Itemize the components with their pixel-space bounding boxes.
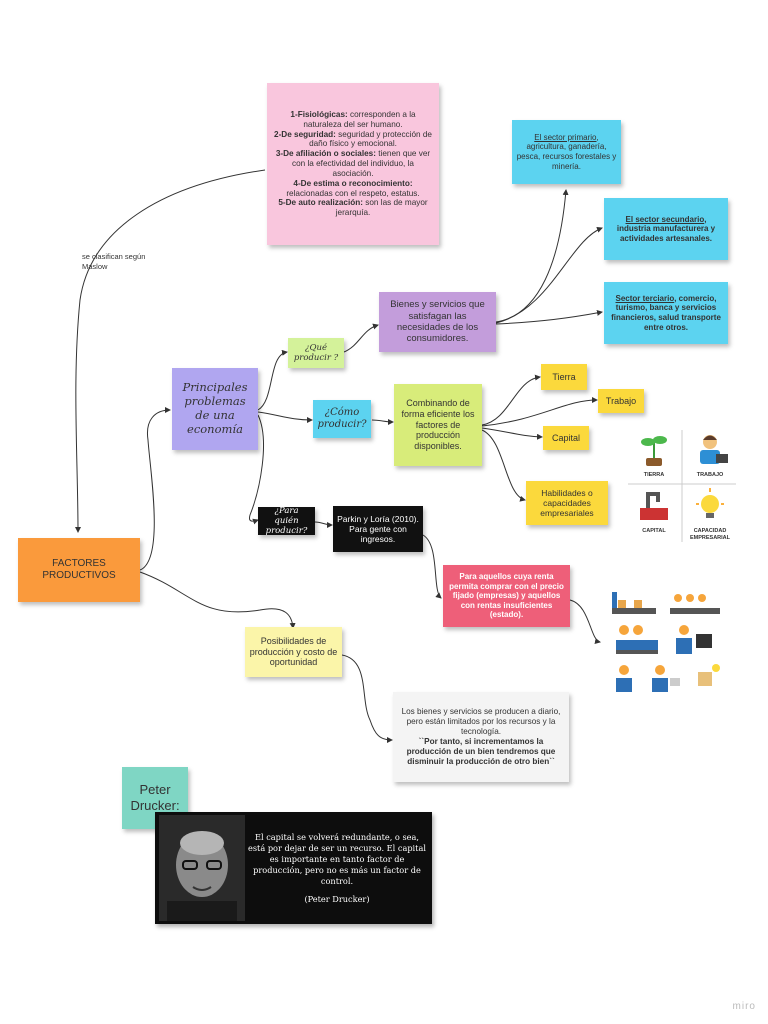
sector-terciario-note: Sector terciario, comercio, turismo, ban… [604,282,728,344]
para-aquellos-note: Para aquellos cuya renta permita comprar… [443,565,570,627]
posibilidades-detail-quote: ``Por tanto, si incrementamos la producc… [406,737,556,766]
worker-group-icon [616,625,658,654]
lightbulb-icon [696,488,724,518]
maslow-item-1: 1-Fisiológicas: corresponden a la natura… [290,109,416,129]
link-comb-capital [481,427,543,440]
icon-label-capital: CAPITAL [642,528,666,534]
maslow-item-2: 2-De seguridad: seguridad y protección d… [274,129,432,149]
delivery-box-icon [698,664,720,686]
drucker-quote-text: El capital se volverá redundante, o sea,… [248,832,426,887]
factor-trabajo-note: Trabajo [598,389,644,413]
icon-label-capacidad: CAPACIDAD EMPRESARIAL [689,528,731,542]
link-quien-parkin [314,521,333,528]
maslow-item-4: 4-De estima o reconocimiento: relacionad… [286,178,420,198]
icon-label-tierra: TIERRA [643,472,665,478]
icon-label-trabajo: TRABAJO [696,472,724,478]
link-factores-central [139,407,171,571]
link-maslow-factores [74,169,266,533]
link-como-combinando [371,418,394,425]
link-que-bienes [343,323,379,353]
plant-icon [641,436,667,466]
assembly-line-icon [612,592,656,614]
conveyor-workers-icon [670,594,720,614]
link-bienes-secundario [495,226,603,324]
como-producir-note: ¿Cómo producir? [313,400,371,438]
link-bienes-primario [495,189,569,323]
posibilidades-detail-note: Los bienes y servicios se producen a dia… [393,692,569,782]
link-comb-tierra [481,374,541,426]
posibilidades-note: Posibilidades de producción y costo de o… [245,627,342,677]
factor-capital-note: Capital [543,426,589,450]
worker-icon [700,435,728,464]
link-central-que [257,349,288,411]
factores-productivos-note: FACTORES PRODUCTIVOS [18,538,140,602]
link-aquellos-icons [569,599,601,644]
link-bienes-terciario [495,309,603,325]
drucker-portrait [159,815,245,921]
link-comb-trabajo [481,397,598,427]
combinando-note: Combinando de forma eficiente los factor… [394,384,482,466]
factor-habilidades-note: Habilidades o capacidades empresariales [526,481,608,525]
bienes-servicios-note: Bienes y servicios que satisfagan las ne… [379,292,496,352]
parkin-note: Parkin y Loría (2010). Para gente con in… [333,506,423,552]
posibilidades-detail-text: Los bienes y servicios se producen a dia… [401,707,561,737]
miro-watermark: miro [732,1001,756,1012]
maslow-note: 1-Fisiológicas: corresponden a la natura… [267,83,439,245]
link-factores-posibilidades [139,571,296,629]
que-producir-note: ¿Qué producir ? [288,338,344,368]
link-comb-habilidades [481,429,526,502]
drucker-quote-card: El capital se volverá redundante, o sea,… [155,812,432,924]
link-parkin-aquellos [422,534,442,599]
link-central-como [257,411,313,423]
central-problem-note: Principales problemas de una economía [172,368,258,450]
factor-icons-grid: TIERRA TRABAJO CAPITAL CAPACIDAD EMPRESA… [626,428,738,544]
maslow-link-label: se clasifican según Maslow [82,252,146,271]
office-worker-icon [616,665,680,692]
factory-robot-icon [640,492,668,520]
factory-workers-illustration [608,588,730,694]
drucker-quote-attribution: (Peter Drucker) [304,894,370,904]
maslow-item-3: 3-De afiliación o sociales: tienen que v… [275,149,431,178]
sector-primario-note: El sector primario, agricultura, ganader… [512,120,621,184]
engineer-icon [676,625,712,654]
link-posibilidades-detail [341,654,393,743]
maslow-item-5: 5-De auto realización: son las de mayor … [278,198,428,218]
factor-tierra-note: Tierra [541,364,587,390]
sector-secundario-note: El sector secundario, industria manufact… [604,198,728,260]
quien-producir-note: ¿Para quién producir? [258,506,315,536]
